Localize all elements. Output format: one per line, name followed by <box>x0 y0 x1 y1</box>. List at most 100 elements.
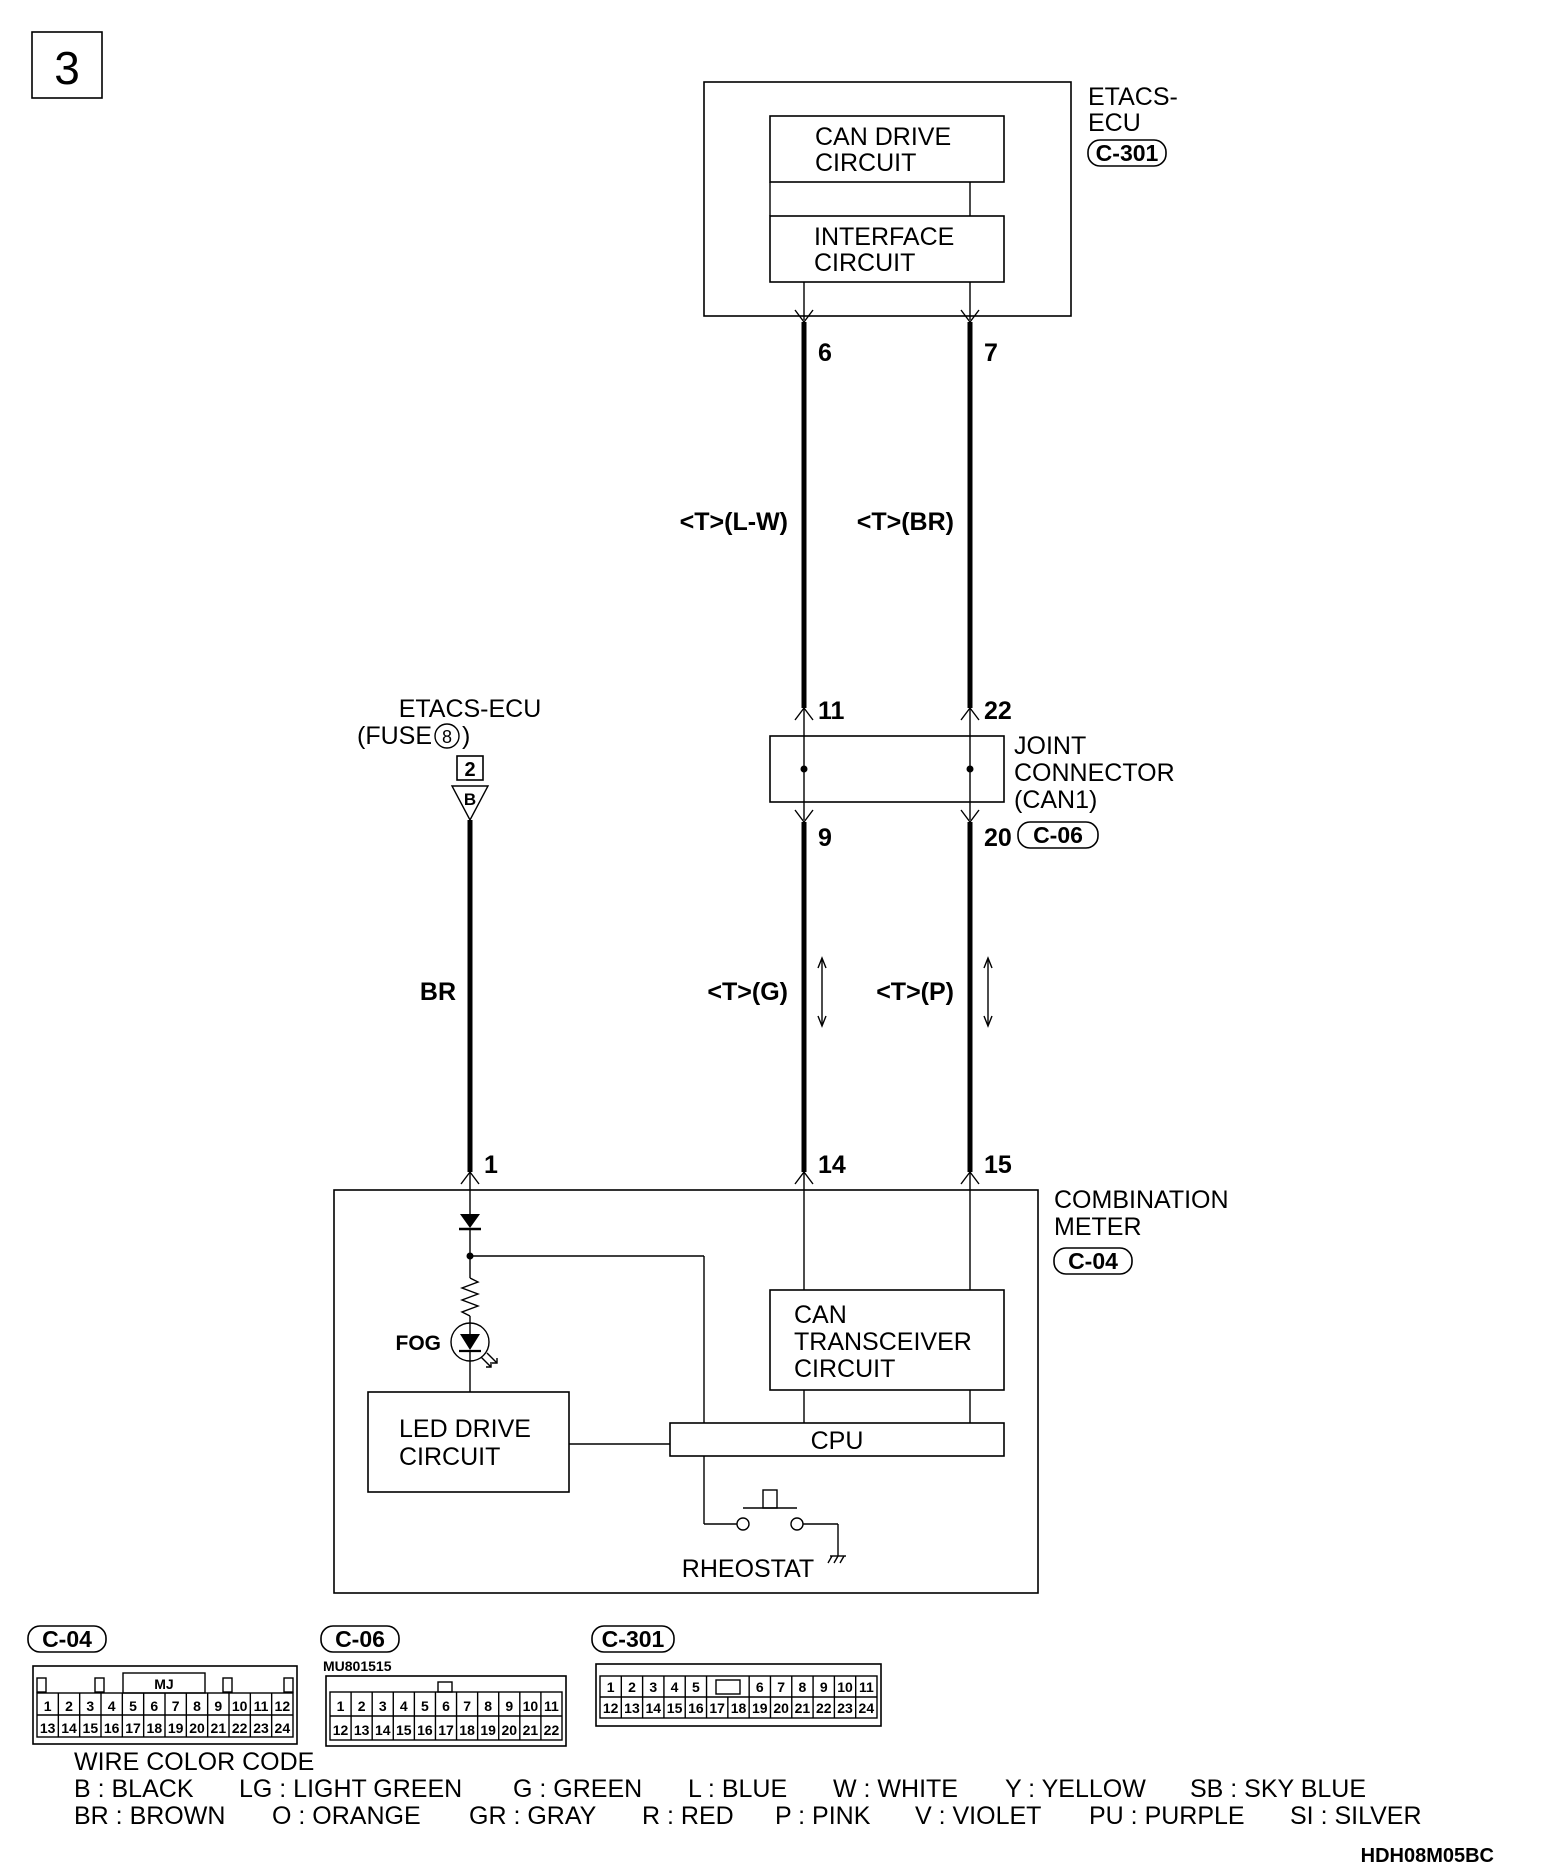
fog-label: FOG <box>396 1332 442 1355</box>
meter-pin-1: 1 <box>484 1151 498 1179</box>
c04-pin: 21 <box>211 1720 227 1736</box>
wire-color-code-title: WIRE COLOR CODE <box>74 1748 314 1776</box>
fuse-box-number: 2 <box>464 759 475 781</box>
c06-pin: 17 <box>438 1722 454 1738</box>
c301-pin: 21 <box>795 1700 811 1716</box>
c301-pin: 9 <box>820 1679 828 1695</box>
interface-circuit-line2: CIRCUIT <box>814 249 915 277</box>
meter-pin-14: 14 <box>818 1151 846 1179</box>
c06-pin: 6 <box>442 1698 450 1714</box>
c06-pin: 13 <box>354 1722 370 1738</box>
c04-pin: 4 <box>108 1698 116 1714</box>
c04-pin: 24 <box>275 1720 291 1736</box>
wire-color-entry: Y : YELLOW <box>1005 1775 1146 1803</box>
led-drive-circuit-line1: LED DRIVE <box>399 1415 531 1443</box>
c04-pin: 18 <box>147 1720 163 1736</box>
c301-pin: 16 <box>688 1700 704 1716</box>
c301-pin: 2 <box>628 1679 636 1695</box>
c04-pin: 8 <box>193 1698 201 1714</box>
c06-pin: 2 <box>358 1698 366 1714</box>
led-drive-circuit-line2: CIRCUIT <box>399 1443 500 1471</box>
terminal-letter: B <box>464 790 476 809</box>
can-transceiver-line2: TRANSCEIVER <box>794 1328 972 1356</box>
c301-pin: 20 <box>773 1700 789 1716</box>
c301-pin: 5 <box>692 1679 700 1695</box>
c04-pin: 2 <box>65 1698 73 1714</box>
c06-pin: 20 <box>501 1722 517 1738</box>
wire-color-entry: B : BLACK <box>74 1775 194 1803</box>
c301-pin: 19 <box>752 1700 768 1716</box>
c301-pin: 7 <box>777 1679 785 1695</box>
joint-pin-9: 9 <box>818 824 832 852</box>
c06-pin: 15 <box>396 1722 412 1738</box>
meter-pin-15: 15 <box>984 1151 1012 1179</box>
c04-pin: 15 <box>83 1720 99 1736</box>
c301-pin: 10 <box>837 1679 853 1695</box>
c04-pin: 10 <box>232 1698 248 1714</box>
c04-pin: 9 <box>214 1698 222 1714</box>
c301-pin: 22 <box>816 1700 832 1716</box>
c301-pin: 11 <box>859 1679 874 1695</box>
wire-color-code-legend: WIRE COLOR CODE B : BLACK LG : LIGHT GREE… <box>74 1748 1422 1830</box>
wire-label-br-power: BR <box>420 978 456 1006</box>
c301-pin: 3 <box>649 1679 657 1695</box>
c04-pin: 6 <box>150 1698 158 1714</box>
c06-pin: 18 <box>459 1722 475 1738</box>
joint-connector-label-line3: (CAN1) <box>1014 786 1097 814</box>
c04-pin: 13 <box>40 1720 56 1736</box>
etacs-pin-6: 6 <box>818 339 832 367</box>
joint-pin-22: 22 <box>984 697 1012 725</box>
wire-color-entry: W : WHITE <box>833 1775 958 1803</box>
can-drive-circuit-line1: CAN DRIVE <box>815 123 951 151</box>
c04-pin: 20 <box>189 1720 205 1736</box>
etacs-ecu-label-line1: ETACS- <box>1088 83 1178 111</box>
etacs-ecu-block: CAN DRIVE CIRCUIT INTERFACE CIRCUIT ETAC… <box>703 81 1178 317</box>
fuse-source-line1: ETACS-ECU <box>399 695 542 723</box>
can-transceiver-line3: CIRCUIT <box>794 1355 895 1383</box>
can-drive-circuit-line2: CIRCUIT <box>815 149 916 177</box>
c06-pin: 11 <box>544 1698 559 1714</box>
wire-color-entry: BR : BROWN <box>74 1802 225 1830</box>
c06-part-number: MU801515 <box>323 1658 392 1674</box>
c06-pin: 22 <box>544 1722 560 1738</box>
combination-meter-block: FOG LED DRIVE CIRCUIT CAN TRANSCEIVER CI… <box>333 1186 1229 1594</box>
c301-pin: 12 <box>603 1700 619 1716</box>
fuse-source-prefix: (FUSE <box>357 722 432 750</box>
c04-pin: 16 <box>104 1720 120 1736</box>
interface-circuit-line1: INTERFACE <box>814 223 954 251</box>
c301-pin: 6 <box>756 1679 764 1695</box>
can-wires: 6 7 11 22 9 20 14 15 <T>(L-W) <T>(BR) <T… <box>680 282 1175 1290</box>
c06-pin: 9 <box>505 1698 513 1714</box>
cpu-label: CPU <box>811 1427 864 1455</box>
joint-pin-20: 20 <box>984 824 1012 852</box>
c301-pin: 24 <box>859 1700 875 1716</box>
c06-pin: 21 <box>523 1722 539 1738</box>
c04-pin: 11 <box>254 1698 269 1714</box>
c301-pin: 8 <box>799 1679 807 1695</box>
c06-pin: 4 <box>400 1698 408 1714</box>
c04-mj-tag: MJ <box>154 1676 173 1692</box>
c04-pin: 12 <box>275 1698 291 1714</box>
wire-color-entry: R : RED <box>642 1802 734 1830</box>
c301-pin: 1 <box>607 1679 615 1695</box>
combination-meter-connector-id: C-04 <box>1068 1248 1118 1274</box>
c04-pin: 19 <box>168 1720 184 1736</box>
c06-pin: 7 <box>463 1698 471 1714</box>
c04-pin: 22 <box>232 1720 248 1736</box>
c06-view-label: C-06 <box>335 1626 385 1652</box>
c301-pin: 13 <box>624 1700 640 1716</box>
c301-pin: 17 <box>709 1700 725 1716</box>
c06-pin: 19 <box>480 1722 496 1738</box>
etacs-pin-7: 7 <box>984 339 998 367</box>
fuse-number: 8 <box>442 727 452 747</box>
wire-color-entry: LG : LIGHT GREEN <box>239 1775 462 1803</box>
wire-label-l-w: <T>(L-W) <box>680 508 788 536</box>
joint-connector-id: C-06 <box>1033 822 1083 848</box>
c04-view-label: C-04 <box>42 1626 92 1652</box>
wire-color-entry: O : ORANGE <box>272 1802 421 1830</box>
figure-code: HDH08M05BC <box>1361 1845 1494 1867</box>
wire-label-p: <T>(P) <box>876 978 954 1006</box>
